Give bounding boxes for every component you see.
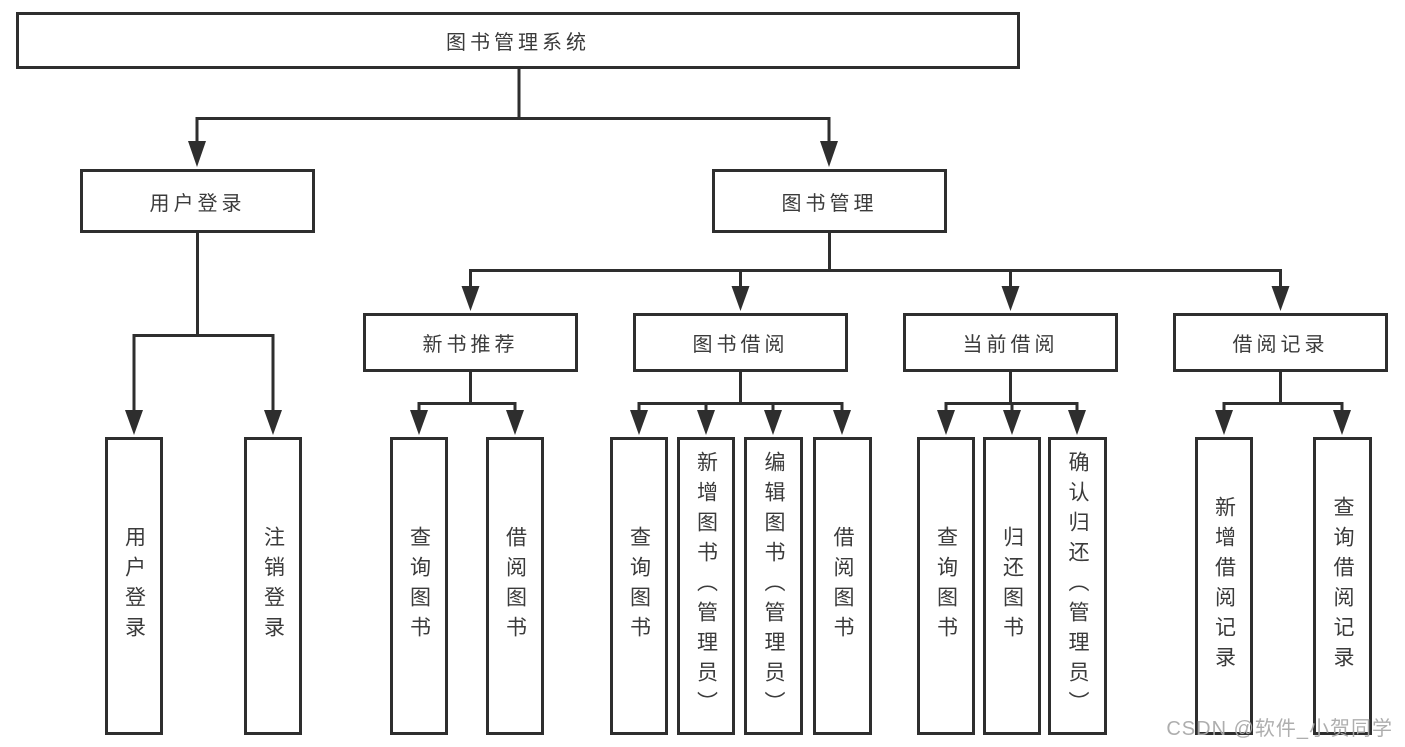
node-new-book-recommend-label: 新书推荐 — [422, 334, 519, 356]
leaf-add-books-admin-label: 新增图书（管理员） — [694, 451, 718, 721]
leaf-query-books-current-label: 查询图书 — [934, 526, 958, 646]
leaf-query-books-recommend-label: 查询图书 — [407, 526, 431, 646]
leaf-logout: 注销登录 — [244, 437, 302, 735]
leaf-confirm-return-admin-label: 确认归还（管理员） — [1066, 451, 1089, 721]
leaf-return-books: 归还图书 — [983, 437, 1041, 735]
node-user-login: 用户登录 — [80, 169, 315, 233]
leaf-edit-books-admin: 编辑图书（管理员） — [744, 437, 803, 735]
leaf-add-books-admin: 新增图书（管理员） — [677, 437, 735, 735]
leaf-user-login-label: 用户登录 — [122, 526, 146, 646]
leaf-add-borrow-record-label: 新增借阅记录 — [1212, 496, 1236, 676]
leaf-confirm-return-admin: 确认归还（管理员） — [1048, 437, 1107, 735]
node-root-label: 图书管理系统 — [446, 32, 590, 54]
leaf-borrow-books: 借阅图书 — [813, 437, 872, 735]
leaf-query-books-recommend: 查询图书 — [390, 437, 448, 735]
node-book-management-label: 图书管理 — [781, 192, 878, 215]
leaf-borrow-books-label: 借阅图书 — [831, 526, 854, 646]
node-new-book-recommend: 新书推荐 — [363, 313, 578, 372]
leaf-add-borrow-record: 新增借阅记录 — [1195, 437, 1253, 735]
leaf-edit-books-admin-label: 编辑图书（管理员） — [762, 451, 785, 721]
node-borrow-records-label: 借阅记录 — [1232, 334, 1329, 356]
node-current-borrow-label: 当前借阅 — [962, 334, 1059, 356]
leaf-borrow-books-recommend: 借阅图书 — [486, 437, 544, 735]
leaf-query-borrow-record: 查询借阅记录 — [1313, 437, 1372, 735]
node-current-borrow: 当前借阅 — [903, 313, 1118, 372]
node-book-borrow: 图书借阅 — [633, 313, 848, 372]
leaf-borrow-books-recommend-label: 借阅图书 — [503, 526, 527, 646]
node-user-login-label: 用户登录 — [149, 192, 246, 215]
leaf-query-books-current: 查询图书 — [917, 437, 975, 735]
leaf-query-books-borrow: 查询图书 — [610, 437, 668, 735]
leaf-logout-label: 注销登录 — [261, 526, 285, 646]
node-book-management: 图书管理 — [712, 169, 947, 233]
leaf-query-borrow-record-label: 查询借阅记录 — [1331, 496, 1354, 676]
node-borrow-records: 借阅记录 — [1173, 313, 1388, 372]
leaf-query-books-borrow-label: 查询图书 — [627, 526, 651, 646]
node-root: 图书管理系统 — [16, 12, 1020, 69]
leaf-return-books-label: 归还图书 — [1000, 526, 1024, 646]
node-book-borrow-label: 图书借阅 — [692, 334, 789, 356]
leaf-user-login: 用户登录 — [105, 437, 163, 735]
watermark-text: CSDN @软件_小贺同学 — [1166, 718, 1393, 740]
